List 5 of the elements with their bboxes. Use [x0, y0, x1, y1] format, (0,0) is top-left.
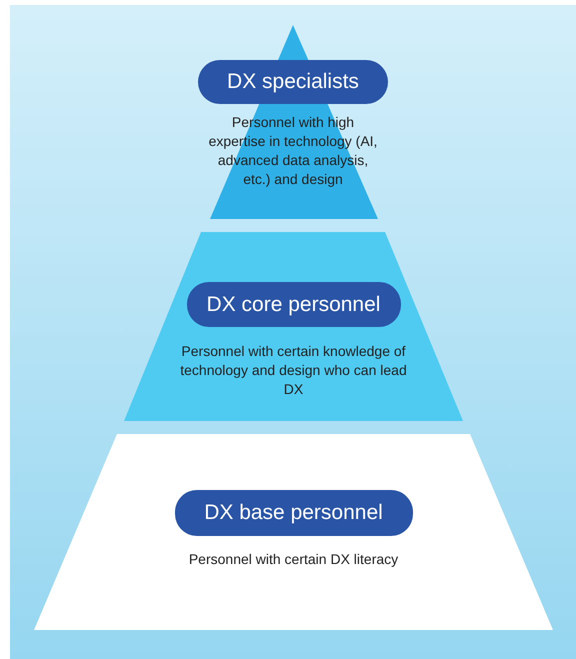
tier-title: DX core personnel	[186, 282, 400, 327]
tier-title: DX base personnel	[174, 490, 412, 536]
tier-title: DX specialists	[198, 60, 388, 104]
tier-description: Personnel with certain DX literacy	[188, 550, 400, 569]
tier-description: Personnel with certain knowledge of technology and design who can lead DX	[179, 342, 408, 399]
